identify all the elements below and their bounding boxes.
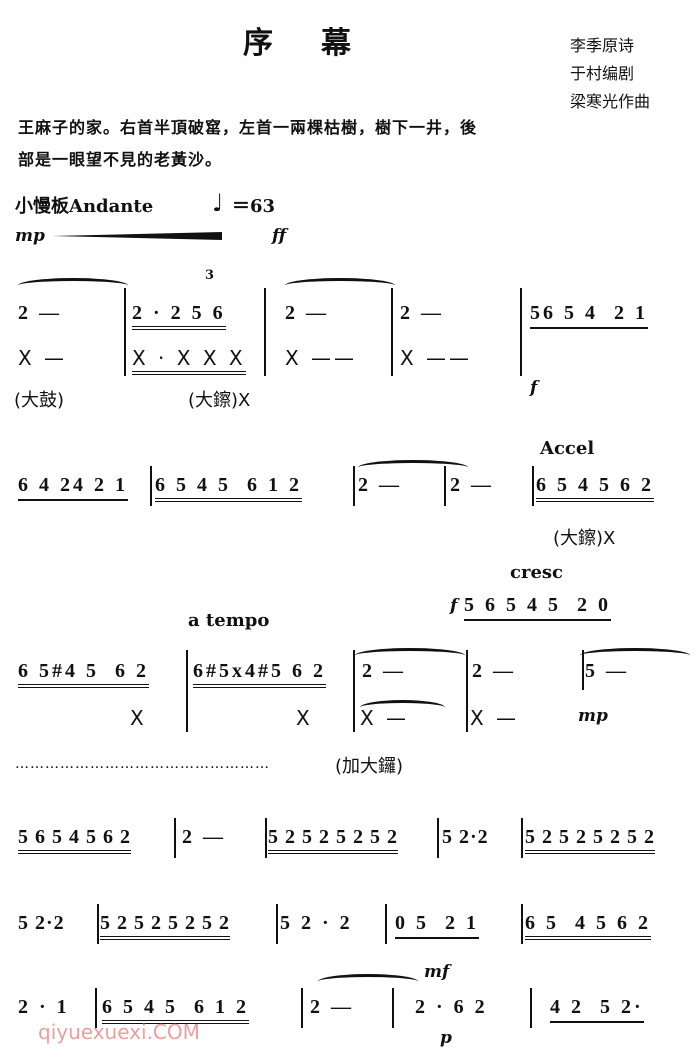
measure: 5 2 5 2 5 2 5 2 [268, 826, 398, 854]
tempo-marking: 小慢板Andante [15, 196, 154, 217]
percussion-hit: X [296, 706, 313, 730]
measure: 2 — [358, 474, 402, 496]
measure: 6 5 4 5 6 2 [525, 912, 651, 940]
measure: 6 5 4 5 6 2 [536, 474, 654, 502]
barline [265, 818, 267, 858]
credit-playwright: 于村编剧 [570, 64, 635, 83]
barline [521, 904, 523, 944]
measure: 2 — [182, 826, 226, 848]
percussion-hit: X [130, 706, 147, 730]
barline [466, 650, 468, 732]
measure: 5 2 5 2 5 2 5 2 [100, 912, 230, 940]
measure: 5 2·2 [442, 826, 489, 848]
tempo-bpm: ＝63 [232, 196, 276, 217]
accel-marking: Accel [540, 438, 595, 459]
instrument-label: (加大鑼) [335, 756, 404, 777]
slur [18, 278, 128, 293]
measure: 2 — [285, 302, 329, 324]
barline [174, 818, 176, 858]
percussion-measure: X —— [285, 346, 358, 370]
measure: 5 2 5 2 5 2 5 2 [525, 826, 655, 854]
measure: 2 · 1 [18, 996, 70, 1018]
barline [353, 650, 355, 732]
measure: 2 — [450, 474, 494, 496]
scene-description-line-1: 王麻子的家。右首半頂破窰，左首一兩棵枯樹，樹下一井，後 [18, 118, 478, 137]
barline [353, 466, 355, 506]
barline [532, 466, 534, 506]
cresc-marking: cresc [510, 562, 563, 583]
measure: 2 · 6 2 [415, 996, 488, 1018]
credit-composer: 梁寒光作曲 [570, 92, 651, 111]
slur [355, 648, 465, 663]
barline [391, 288, 393, 376]
barline [97, 904, 99, 944]
percussion-measure: X —— [400, 346, 473, 370]
measure: 2 — [362, 660, 406, 682]
dynamic-p: p [440, 1028, 452, 1048]
measure: 6 4 24 2 1 [18, 474, 128, 501]
percussion-measure: X — [470, 706, 520, 730]
dynamic-mp: mp [15, 226, 45, 246]
barline [264, 288, 266, 376]
measure: 56 5 4 2 1 [530, 302, 648, 329]
dynamic-f: f [450, 596, 458, 616]
measure: 6#5x4#5 6 2 [193, 660, 326, 688]
measure: 5 — [585, 660, 629, 682]
measure: 4 2 5 2· [550, 996, 644, 1023]
slur [285, 278, 395, 293]
percussion-measure: X — [18, 346, 68, 370]
measure: 5 2·2 [18, 912, 65, 934]
slur [318, 974, 418, 989]
slur [358, 460, 468, 475]
barline [521, 818, 523, 858]
barline [530, 988, 532, 1028]
triplet-mark: 3 [205, 268, 215, 283]
measure: 2 — [310, 996, 354, 1018]
page-title: 序幕 [243, 26, 399, 61]
barline [301, 988, 303, 1028]
upper-voice: 5 6 5 4 5 2 0 [464, 594, 611, 621]
barline [582, 650, 584, 690]
barline [437, 818, 439, 858]
barline [444, 466, 446, 506]
barline [520, 288, 522, 376]
instrument-label: (大鑔)X [188, 390, 251, 411]
measure: 2 — [472, 660, 516, 682]
measure: 5 2 · 2 [280, 912, 353, 934]
measure: 0 5 2 1 [395, 912, 479, 939]
a-tempo-marking: a tempo [188, 610, 270, 631]
measure: 6 5 4 5 6 1 2 [155, 474, 302, 502]
barline [276, 904, 278, 944]
instrument-label: (大鑔)X [553, 528, 616, 549]
dynamic-mp: mp [578, 706, 608, 726]
measure: 2 — [18, 302, 62, 324]
barline [392, 988, 394, 1028]
barline [150, 466, 152, 506]
barline [95, 988, 97, 1028]
percussion-measure: X — [360, 706, 410, 730]
barline [186, 650, 188, 732]
credit-poet: 李季原诗 [570, 36, 635, 55]
dynamic-f: f [530, 378, 538, 398]
measure: 2 — [400, 302, 444, 324]
barline [124, 288, 126, 376]
barline [385, 904, 387, 944]
measure: 6 5#4 5 6 2 [18, 660, 149, 688]
dynamic-ff: ff [272, 226, 287, 246]
quarter-note-icon: ♩ [212, 188, 224, 217]
scene-description-line-2: 部是一眼望不見的老黃沙。 [18, 150, 223, 169]
instrument-label: (大鼓) [14, 390, 65, 411]
dynamic-mf: mf [424, 962, 450, 982]
slur [360, 700, 445, 715]
measure: 6 5 4 5 6 1 2 [102, 996, 249, 1024]
watermark: qiyuexuexi.COM [38, 1020, 200, 1044]
percussion-measure: X · X X X [132, 346, 246, 375]
dotted-extension-line: …………………………………………… [15, 756, 270, 772]
measure: 5 6 5 4 5 6 2 [18, 826, 131, 854]
crescendo-hairpin [52, 232, 222, 240]
measure: 2 · 2 5 6 [132, 302, 226, 330]
slur [580, 648, 690, 663]
